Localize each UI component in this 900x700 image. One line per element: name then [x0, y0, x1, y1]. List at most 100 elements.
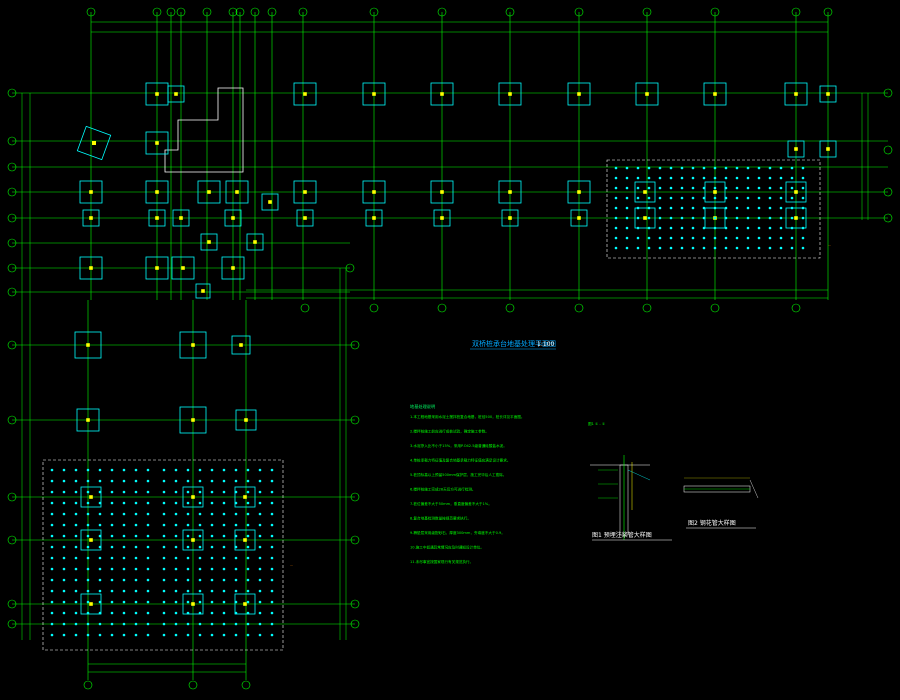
pile-mark: [508, 216, 512, 220]
pile-dot: [210, 512, 214, 516]
pile-dot: [746, 166, 750, 170]
footing: [182, 486, 204, 508]
pile-mark: [155, 92, 159, 96]
pile-dot: [74, 501, 78, 505]
pile-dot: [62, 479, 66, 483]
pile-dot: [647, 246, 651, 250]
pile-dot: [614, 206, 618, 210]
pile-dot: [779, 196, 783, 200]
pile-dot: [680, 226, 684, 230]
pile-dot: [636, 226, 640, 230]
pile-dot: [162, 578, 166, 582]
pile-mark: [174, 92, 178, 96]
pile-dot: [258, 490, 262, 494]
pile-dot: [134, 501, 138, 505]
footing: [296, 209, 314, 227]
pile-dot: [658, 206, 662, 210]
note-line: 7.桩位偏差不大于50mm，垂直度偏差不大于1%。: [410, 501, 492, 506]
pile-dot: [210, 523, 214, 527]
pile-dot: [746, 216, 750, 220]
pile-dot: [86, 545, 90, 549]
pile-dot: [669, 206, 673, 210]
pile-mark: [372, 190, 376, 194]
pile-dot: [790, 226, 794, 230]
pile-dot: [246, 600, 250, 604]
pile-dot: [122, 589, 126, 593]
pile-dot: [636, 236, 640, 240]
pile-dot: [174, 534, 178, 538]
pile-dot: [222, 534, 226, 538]
pile-dot: [270, 468, 274, 472]
pile-dot: [174, 622, 178, 626]
pile-mark: [643, 190, 647, 194]
footing: [182, 593, 204, 615]
pile-dot: [62, 611, 66, 615]
pile-dot: [757, 216, 761, 220]
pile-dot: [162, 556, 166, 560]
footing: [567, 180, 591, 204]
pile-mark: [181, 266, 185, 270]
pile-dot: [50, 534, 54, 538]
pile-dot: [110, 567, 114, 571]
axis-bubble: [883, 213, 893, 223]
pile-mark: [155, 190, 159, 194]
pile-mark: [713, 190, 717, 194]
pile-dot: [186, 512, 190, 516]
lower-cluster-outline: [42, 459, 284, 651]
pile-mark: [89, 538, 93, 542]
pile-dot: [270, 567, 274, 571]
pile-dot: [174, 479, 178, 483]
pile-dot: [746, 196, 750, 200]
axis-bubble: [7, 287, 17, 297]
pile-dot: [134, 490, 138, 494]
axis-bubble: [350, 535, 360, 545]
pile-dot: [198, 479, 202, 483]
pile-dot: [625, 166, 629, 170]
footing: [634, 181, 656, 203]
footing: [167, 85, 185, 103]
pile-dot: [122, 633, 126, 637]
pile-dot: [122, 534, 126, 538]
pile-dot: [162, 567, 166, 571]
pile-dot: [86, 633, 90, 637]
pile-dot: [713, 226, 717, 230]
pile-dot: [146, 600, 150, 604]
pile-dot: [735, 236, 739, 240]
pile-mark: [243, 538, 247, 542]
pile-dot: [790, 246, 794, 250]
note-line: 3.水泥掺入比不小于15%，采用P.O42.5级普通硅酸盐水泥。: [410, 443, 507, 448]
footing: [145, 180, 169, 204]
footing: [172, 209, 190, 227]
pile-mark: [243, 495, 247, 499]
footing: [246, 233, 264, 251]
pile-dot: [74, 479, 78, 483]
pile-dot: [658, 176, 662, 180]
axis-bubble: [883, 187, 893, 197]
pile-dot: [134, 600, 138, 604]
pile-dot: [713, 236, 717, 240]
pile-dot: [724, 176, 728, 180]
pile-dot: [198, 545, 202, 549]
axis-bubble: [202, 7, 212, 17]
axis-bubble: [505, 303, 515, 313]
pile-dot: [735, 206, 739, 210]
pile-dot: [658, 186, 662, 190]
pile-dot: [669, 216, 673, 220]
pile-dot: [647, 166, 651, 170]
note-line: 2.搅拌桩施工前应进行成桩试验，确定施工参数。: [410, 429, 489, 434]
pile-dot: [74, 589, 78, 593]
pile-dot: [146, 501, 150, 505]
footing: [293, 180, 317, 204]
pile-dot: [210, 545, 214, 549]
pile-dot: [222, 600, 226, 604]
section-tag-left: —: [290, 563, 293, 567]
pile-dot: [222, 501, 226, 505]
pile-dot: [246, 578, 250, 582]
pile-dot: [110, 622, 114, 626]
pile-dot: [234, 567, 238, 571]
pile-dot: [186, 468, 190, 472]
pile-dot: [680, 246, 684, 250]
pile-dot: [636, 216, 640, 220]
pile-dot: [768, 226, 772, 230]
pile-dot: [50, 611, 54, 615]
